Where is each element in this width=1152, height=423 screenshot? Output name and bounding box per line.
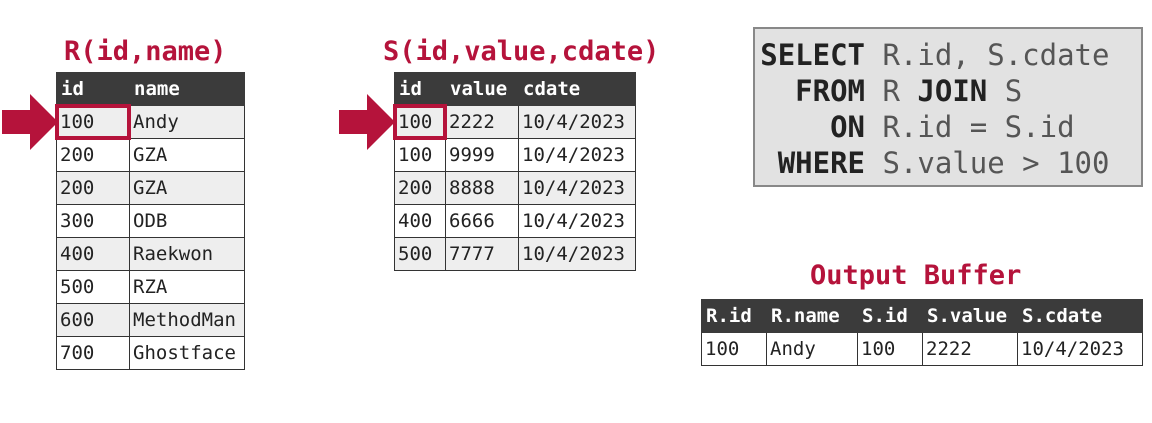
sql-keyword-on: ON xyxy=(830,110,865,144)
s-cell-cdate: 10/4/2023 xyxy=(518,204,636,238)
r-cell-id: 700 xyxy=(56,336,130,370)
sql-where-line: WHERE S.value > 100 xyxy=(755,145,1141,181)
r-cell-name: Raekwon xyxy=(129,237,245,271)
r-cell-id: 300 xyxy=(56,204,130,238)
r-cell-name: RZA xyxy=(129,270,245,304)
sql-on-line: ON R.id = S.id xyxy=(755,109,1141,145)
s-cell-value: 7777 xyxy=(445,237,519,271)
s-cell-cdate: 10/4/2023 xyxy=(518,171,636,205)
r-table-header-row: id name xyxy=(56,72,245,106)
s-cursor-highlight xyxy=(393,104,447,140)
s-cell-value: 9999 xyxy=(445,138,519,172)
sql-from-s: S xyxy=(1004,74,1023,108)
s-cell-id: 100 xyxy=(394,138,446,172)
r-header-name: name xyxy=(129,72,245,106)
s-header-id: id xyxy=(394,72,446,106)
sql-keyword-where: WHERE xyxy=(777,146,865,180)
output-header-r-name: R.name xyxy=(766,299,858,333)
s-cell-id: 500 xyxy=(394,237,446,271)
output-cell-r-id: 100 xyxy=(701,332,767,366)
r-header-id: id xyxy=(56,72,130,106)
r-cursor-highlight xyxy=(55,104,131,140)
r-cell-name: MethodMan xyxy=(129,303,245,337)
s-cell-value: 6666 xyxy=(445,204,519,238)
r-cell-id: 200 xyxy=(56,138,130,172)
output-header-s-cdate: S.cdate xyxy=(1017,299,1143,333)
s-cell-value: 8888 xyxy=(445,171,519,205)
r-cell-name: GZA xyxy=(129,138,245,172)
output-buffer-title: Output Buffer xyxy=(810,260,1022,291)
s-cell-id: 400 xyxy=(394,204,446,238)
s-cell-value: 2222 xyxy=(445,105,519,139)
s-cursor-arrow-icon xyxy=(339,94,395,150)
output-header-row: R.id R.name S.id S.value S.cdate xyxy=(701,299,1143,333)
table-row: 100 Andy 100 2222 10/4/2023 xyxy=(701,332,1143,366)
s-table-header-row: id value cdate xyxy=(394,72,636,106)
s-cell-cdate: 10/4/2023 xyxy=(518,138,636,172)
r-cell-name: ODB xyxy=(129,204,245,238)
s-table-title: S(id,value,cdate) xyxy=(383,36,660,67)
output-header-r-id: R.id xyxy=(701,299,767,333)
output-header-s-value: S.value xyxy=(922,299,1018,333)
r-cell-name: GZA xyxy=(129,171,245,205)
sql-from-r: R xyxy=(882,74,900,108)
output-cell-s-value: 2222 xyxy=(922,332,1018,366)
sql-where-condition: S.value > 100 xyxy=(882,146,1110,180)
s-cell-cdate: 10/4/2023 xyxy=(518,237,636,271)
r-cell-id: 200 xyxy=(56,171,130,205)
output-cell-s-cdate: 10/4/2023 xyxy=(1017,332,1143,366)
output-buffer-table: R.id R.name S.id S.value S.cdate 100 And… xyxy=(701,299,1143,366)
output-cell-s-id: 100 xyxy=(857,332,923,366)
r-cell-id: 400 xyxy=(56,237,130,271)
sql-keyword-select: SELECT xyxy=(760,38,865,72)
r-cursor-arrow-icon xyxy=(2,94,58,150)
s-cell-id: 200 xyxy=(394,171,446,205)
output-cell-r-name: Andy xyxy=(766,332,858,366)
sql-keyword-join: JOIN xyxy=(917,74,988,108)
s-header-cdate: cdate xyxy=(518,72,636,106)
sql-on-condition: R.id = S.id xyxy=(882,110,1075,144)
sql-query-box: SELECT R.id, S.cdate FROM R JOIN S ON R.… xyxy=(753,27,1143,187)
r-cell-id: 500 xyxy=(56,270,130,304)
r-table-title: R(id,name) xyxy=(64,36,227,67)
s-header-value: value xyxy=(445,72,519,106)
r-cell-id: 600 xyxy=(56,303,130,337)
sql-select-line: SELECT R.id, S.cdate xyxy=(755,37,1141,73)
sql-select-columns: R.id, S.cdate xyxy=(882,38,1110,72)
r-cell-name: Ghostface xyxy=(129,336,245,370)
sql-keyword-from: FROM xyxy=(795,74,865,108)
r-cell-name: Andy xyxy=(129,105,245,139)
sql-from-line: FROM R JOIN S xyxy=(755,73,1141,109)
s-cell-cdate: 10/4/2023 xyxy=(518,105,636,139)
output-header-s-id: S.id xyxy=(857,299,923,333)
